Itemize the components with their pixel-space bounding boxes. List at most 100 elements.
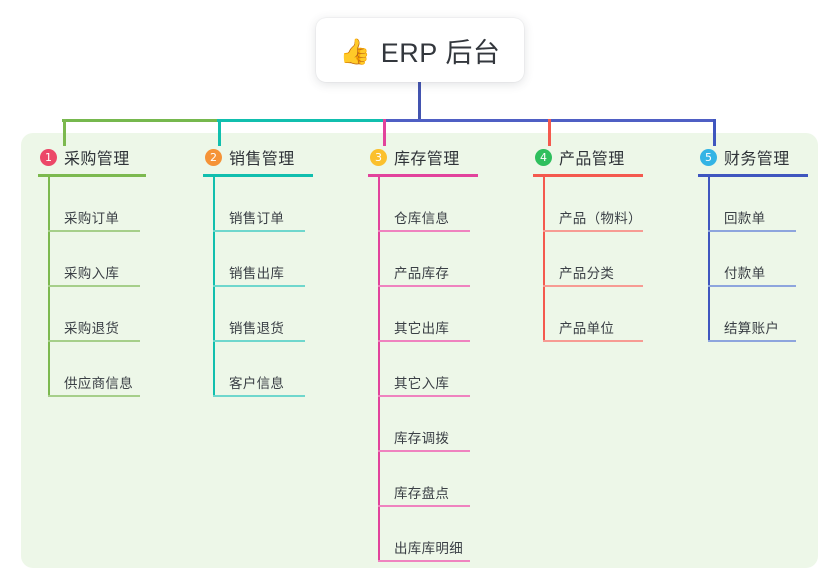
leaf-item-label: 销售出库 [229, 266, 285, 281]
leaf-item-label: 客户信息 [229, 376, 285, 391]
branch-title-1: 采购管理 [64, 151, 130, 168]
leaf-item[interactable]: 付款单 [708, 232, 808, 287]
leaf-item[interactable]: 库存调拨 [378, 397, 478, 452]
root-node-title: ERP 后台 [380, 37, 501, 68]
leaf-item-underline [708, 285, 796, 287]
branch-items-3: 仓库信息产品库存其它出库其它入库库存调拨库存盘点出库库明细 [378, 177, 478, 562]
leaf-item-label: 产品单位 [559, 321, 615, 336]
drop-connector-2 [218, 119, 221, 146]
branch-items-5: 回款单付款单结算账户 [708, 177, 808, 342]
branch-header-4[interactable]: 4 产品管理 [533, 146, 643, 168]
branch-title-5: 财务管理 [724, 151, 790, 168]
branch-header-5[interactable]: 5 财务管理 [698, 146, 808, 168]
leaf-item[interactable]: 产品分类 [543, 232, 643, 287]
bar-segment-green [62, 119, 218, 122]
leaf-item[interactable]: 客户信息 [213, 342, 313, 397]
leaf-item[interactable]: 销售订单 [213, 177, 313, 232]
leaf-item-underline [543, 285, 643, 287]
leaf-item-label: 付款单 [724, 266, 766, 281]
branch-spine-2 [213, 177, 215, 397]
leaf-item[interactable]: 产品（物料） [543, 177, 643, 232]
leaf-item[interactable]: 库存盘点 [378, 452, 478, 507]
leaf-item-underline [378, 560, 470, 562]
leaf-item-underline [48, 340, 140, 342]
leaf-item[interactable]: 其它入库 [378, 342, 478, 397]
leaf-item-underline [48, 230, 140, 232]
branch-header-3[interactable]: 3 库存管理 [368, 146, 478, 168]
thumbs-up-emoji: 👍 [339, 36, 371, 66]
drop-connector-4 [548, 119, 551, 146]
branch-spine-1 [48, 177, 50, 397]
leaf-item[interactable]: 采购入库 [48, 232, 146, 287]
leaf-item-underline [48, 285, 140, 287]
leaf-item-underline [378, 230, 470, 232]
drop-connector-1 [63, 119, 66, 146]
leaf-item-label: 回款单 [724, 211, 766, 226]
branch-underline-4 [533, 174, 643, 177]
leaf-item[interactable]: 采购退货 [48, 287, 146, 342]
branch-title-3: 库存管理 [394, 151, 460, 168]
leaf-item-label: 采购订单 [64, 211, 120, 226]
branch-column-4: 4 产品管理产品（物料） 产品分类产品单位 [533, 146, 643, 342]
drop-connector-3 [383, 119, 386, 146]
trunk-connector [418, 82, 421, 122]
leaf-item-label: 其它出库 [394, 321, 450, 336]
branch-header-2[interactable]: 2 销售管理 [203, 146, 313, 168]
leaf-item-underline [543, 230, 643, 232]
leaf-item-underline [213, 395, 305, 397]
leaf-item[interactable]: 其它出库 [378, 287, 478, 342]
leaf-item-label: 产品库存 [394, 266, 450, 281]
leaf-item-underline [378, 505, 470, 507]
leaf-item-label: 产品分类 [559, 266, 615, 281]
branch-column-3: 3 库存管理仓库信息产品库存其它出库其它入库库存调拨库存盘点出库库明细 [368, 146, 478, 562]
leaf-item-underline [708, 230, 796, 232]
leaf-item-underline [378, 450, 470, 452]
leaf-item[interactable]: 采购订单 [48, 177, 146, 232]
branch-badge-3: 3 [370, 148, 387, 166]
branch-underline-5 [698, 174, 808, 177]
branch-spine-5 [708, 177, 710, 342]
branch-badge-2: 2 [205, 148, 222, 166]
branch-badge-5: 5 [700, 148, 717, 166]
leaf-item-label: 产品（物料） [559, 211, 642, 226]
branch-items-1: 采购订单采购入库采购退货供应商信息 [48, 177, 146, 397]
leaf-item-label: 采购入库 [64, 266, 120, 281]
leaf-item-underline [708, 340, 796, 342]
branch-underline-3 [368, 174, 478, 177]
leaf-item[interactable]: 产品单位 [543, 287, 643, 342]
leaf-item-label: 出库库明细 [394, 541, 463, 556]
leaf-item-underline [48, 395, 140, 397]
leaf-item[interactable]: 销售出库 [213, 232, 313, 287]
branch-column-5: 5 财务管理回款单付款单结算账户 [698, 146, 808, 342]
leaf-item-label: 仓库信息 [394, 211, 450, 226]
leaf-item-label: 销售退货 [229, 321, 285, 336]
leaf-item-underline [378, 395, 470, 397]
branch-badge-4: 4 [535, 148, 552, 166]
leaf-item[interactable]: 出库库明细 [378, 507, 478, 562]
branch-column-2: 2 销售管理销售订单销售出库销售退货客户信息 [203, 146, 313, 397]
leaf-item[interactable]: 供应商信息 [48, 342, 146, 397]
leaf-item-label: 其它入库 [394, 376, 450, 391]
branch-title-4: 产品管理 [559, 151, 625, 168]
leaf-item[interactable]: 仓库信息 [378, 177, 478, 232]
leaf-item-label: 采购退货 [64, 321, 120, 336]
leaf-item-underline [543, 340, 643, 342]
drop-connector-5 [713, 119, 716, 146]
leaf-item[interactable]: 回款单 [708, 177, 808, 232]
leaf-item-label: 库存盘点 [394, 486, 450, 501]
leaf-item-underline [213, 340, 305, 342]
root-node-card[interactable]: 👍 ERP 后台 [316, 18, 524, 82]
leaf-item[interactable]: 销售退货 [213, 287, 313, 342]
leaf-item-label: 库存调拨 [394, 431, 450, 446]
branch-underline-2 [203, 174, 313, 177]
leaf-item-label: 销售订单 [229, 211, 285, 226]
branch-spine-3 [378, 177, 380, 562]
branch-items-2: 销售订单销售出库销售退货客户信息 [213, 177, 313, 397]
leaf-item-underline [213, 230, 305, 232]
leaf-item[interactable]: 产品库存 [378, 232, 478, 287]
leaf-item[interactable]: 结算账户 [708, 287, 808, 342]
branch-title-2: 销售管理 [229, 151, 295, 168]
